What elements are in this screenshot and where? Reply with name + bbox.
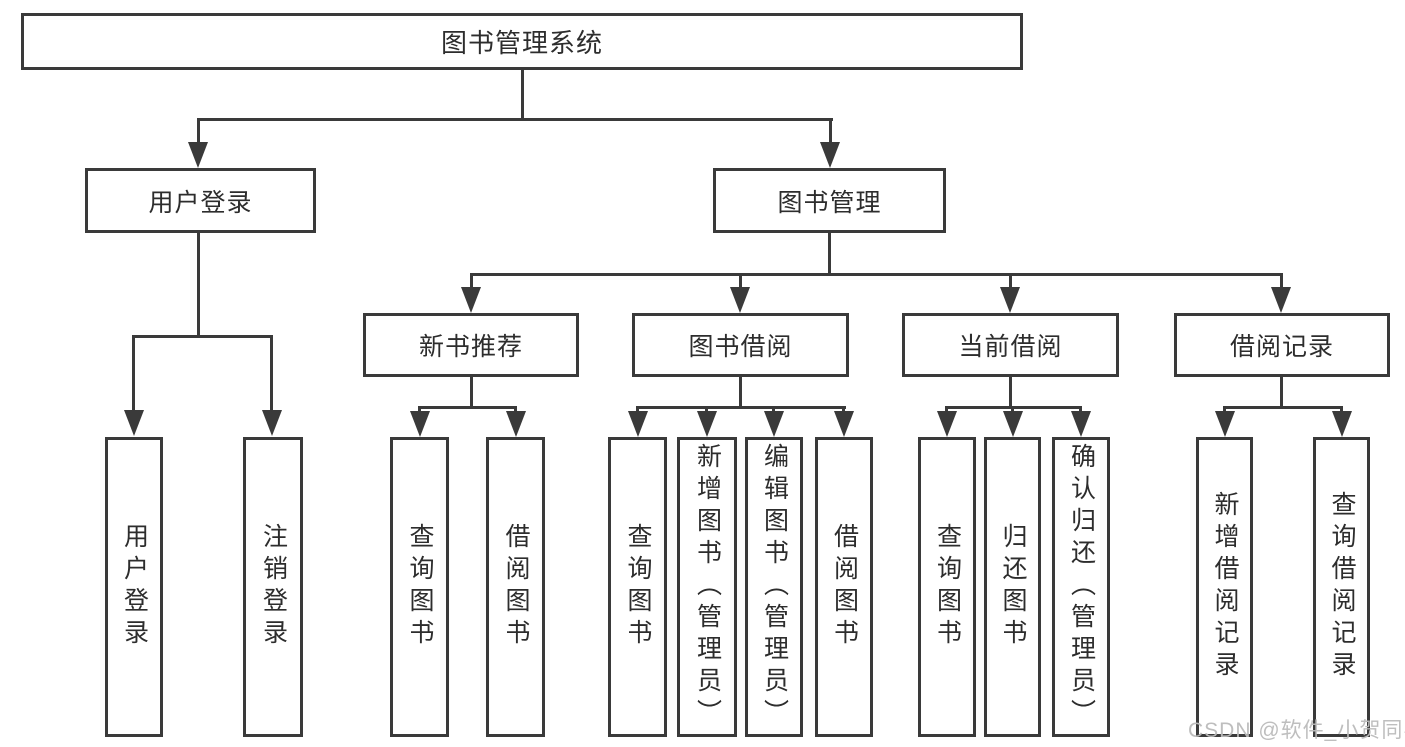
leaf-borrow-borrow-books: 借阅图书	[815, 437, 873, 737]
leaf-label: 查询借阅记录	[1328, 491, 1356, 683]
connector-line	[470, 377, 473, 406]
leaf-record-add-borrow-record: 新增借阅记录	[1196, 437, 1253, 737]
leaf-borrow-edit-books-admin: 编辑图书（管理员）	[745, 437, 803, 737]
connector-line	[739, 377, 742, 406]
connector-line	[829, 118, 832, 146]
arrow-down-icon	[1000, 287, 1020, 313]
connector-line	[828, 233, 831, 273]
node-book-borrow: 图书借阅	[632, 313, 849, 377]
arrow-down-icon	[628, 411, 648, 437]
leaf-recommend-query-books: 查询图书	[390, 437, 449, 737]
node-library-management-system: 图书管理系统	[21, 13, 1023, 70]
node-label: 新书推荐	[418, 333, 523, 361]
leaf-label: 借阅图书	[502, 523, 530, 651]
node-label: 图书管理	[777, 188, 882, 217]
node-user-login: 用户登录	[85, 168, 316, 233]
leaf-label: 新增借阅记录	[1211, 491, 1239, 683]
node-label: 借阅记录	[1229, 333, 1334, 361]
leaf-current-return-books: 归还图书	[984, 437, 1041, 737]
arrow-down-icon	[506, 411, 526, 437]
connector-line	[197, 118, 200, 146]
connector-line	[1009, 273, 1012, 291]
arrow-down-icon	[410, 411, 430, 437]
arrow-down-icon	[188, 142, 208, 168]
arrow-down-icon	[1003, 411, 1023, 437]
connector-line	[197, 118, 833, 121]
connector-line	[1280, 273, 1283, 291]
leaf-borrow-add-books-admin: 新增图书（管理员）	[677, 437, 737, 737]
connector-line	[739, 273, 742, 291]
node-label: 图书管理系统	[440, 28, 603, 58]
leaf-borrow-query-books: 查询图书	[608, 437, 667, 737]
leaf-label: 查询图书	[933, 523, 962, 651]
connector-line	[418, 406, 517, 409]
leaf-logout: 注销登录	[243, 437, 303, 737]
connector-line	[197, 233, 200, 335]
leaf-label: 归还图书	[999, 523, 1027, 651]
node-book-management: 图书管理	[713, 168, 946, 233]
arrow-down-icon	[937, 411, 957, 437]
node-borrow-record: 借阅记录	[1174, 313, 1390, 377]
node-current-borrow: 当前借阅	[902, 313, 1119, 377]
connector-line	[1009, 377, 1012, 406]
leaf-label: 确认归还（管理员）	[1067, 443, 1096, 731]
connector-line	[1280, 377, 1283, 406]
connector-line	[521, 70, 524, 118]
arrow-down-icon	[1215, 411, 1235, 437]
arrow-down-icon	[1332, 411, 1352, 437]
connector-line	[1223, 406, 1343, 409]
leaf-label: 查询图书	[406, 523, 434, 651]
arrow-down-icon	[124, 410, 144, 436]
leaf-user-login: 用户登录	[105, 437, 163, 737]
node-label: 当前借阅	[958, 333, 1063, 361]
arrow-down-icon	[1071, 411, 1091, 437]
leaf-current-query-books: 查询图书	[918, 437, 976, 737]
leaf-current-confirm-return-admin: 确认归还（管理员）	[1052, 437, 1110, 737]
leaf-label: 新增图书（管理员）	[693, 443, 722, 731]
arrow-down-icon	[764, 411, 784, 437]
arrow-down-icon	[262, 410, 282, 436]
leaf-label: 用户登录	[120, 523, 149, 651]
arrow-down-icon	[697, 411, 717, 437]
arrow-down-icon	[461, 287, 481, 313]
connector-line	[132, 335, 273, 338]
arrow-down-icon	[1271, 287, 1291, 313]
connector-line	[470, 273, 1283, 276]
leaf-label: 查询图书	[624, 523, 652, 651]
arrow-down-icon	[834, 411, 854, 437]
arrow-down-icon	[820, 142, 840, 168]
node-new-book-recommend: 新书推荐	[363, 313, 579, 377]
leaf-recommend-borrow-books: 借阅图书	[486, 437, 545, 737]
leaf-record-query-borrow-record: 查询借阅记录	[1313, 437, 1370, 737]
node-label: 图书借阅	[688, 333, 793, 361]
arrow-down-icon	[730, 287, 750, 313]
node-label: 用户登录	[148, 188, 253, 217]
leaf-label: 借阅图书	[830, 523, 859, 651]
connector-line	[636, 406, 846, 409]
connector-line	[470, 273, 473, 291]
csdn-watermark: CSDN @软件_小贺同学	[1188, 719, 1405, 742]
connector-line	[270, 335, 273, 411]
connector-line	[132, 335, 135, 411]
leaf-label: 编辑图书（管理员）	[760, 443, 789, 731]
leaf-label: 注销登录	[259, 523, 288, 651]
